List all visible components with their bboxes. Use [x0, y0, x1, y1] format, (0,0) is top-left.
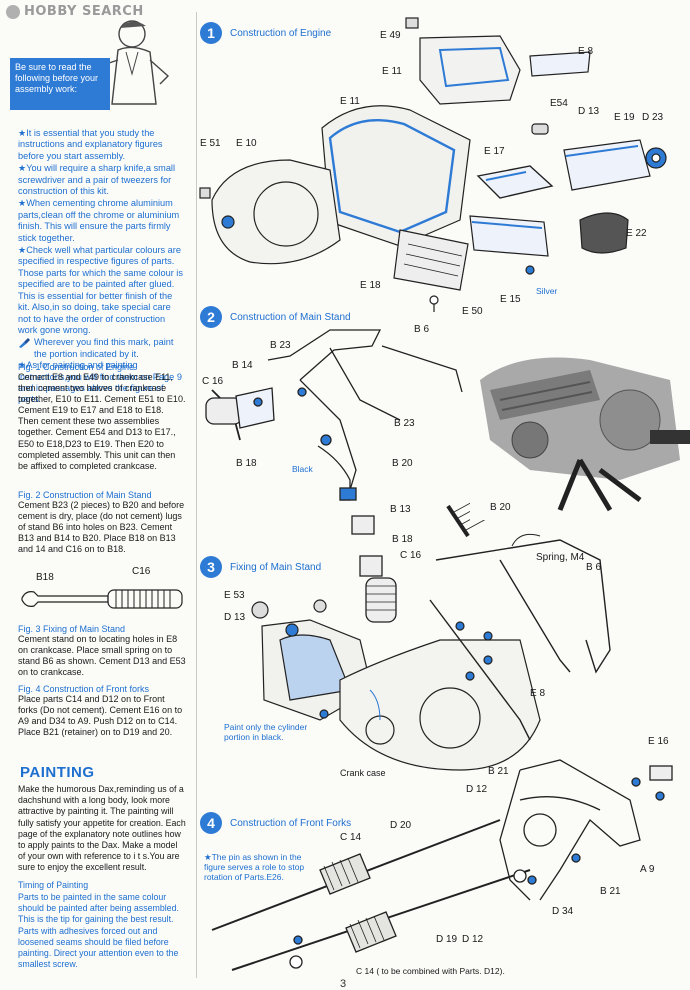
label-e18: E 18 — [360, 280, 381, 291]
intro-paragraph: ★As for painting and painting instructio… — [18, 360, 182, 405]
fig2-body: Cement B23 (2 pieces) to B20 and before … — [18, 500, 185, 555]
label-b18: B 18 — [392, 534, 413, 545]
label-b20: B 20 — [490, 502, 511, 513]
mini-part-label-b18: B18 — [36, 572, 54, 583]
fig4-heading: Fig. 4 Construction of Front forks — [18, 684, 150, 694]
fig1-heading: Fig. 1 Construction of Engine — [18, 362, 135, 372]
fig4-text: Fig. 4 Construction of Front forks Place… — [18, 684, 186, 738]
fig1-text: Fig. 1 Construction of Engine Cement E8 … — [18, 362, 186, 472]
label-e19: E 19 — [614, 112, 635, 123]
label-e8: E 8 — [530, 688, 546, 699]
pin-rotation-note: ★The pin as shown in the figure serves a… — [204, 852, 305, 882]
column-divider — [196, 12, 197, 978]
read-before-assembly-notice: Be sure to read the following before you… — [10, 58, 110, 110]
label-b6: B 6 — [414, 324, 430, 335]
step-2-header: 2 Construction of Main Stand — [200, 306, 351, 328]
label-b21: B 21 — [488, 766, 509, 777]
label-e11: E 11 — [382, 66, 402, 77]
label-d12: D 12 — [462, 934, 484, 945]
label-e49: E 49 — [380, 30, 401, 41]
step-4-header: 4 Construction of Front Forks — [200, 812, 351, 834]
b18-c16-part-illustration — [21, 589, 183, 609]
label-e54: E54 — [550, 98, 568, 109]
label-d13: D 13 — [224, 612, 246, 623]
painting-title: PAINTING — [20, 764, 95, 781]
watermark-text: HOBBY SEARCH — [24, 4, 144, 19]
fig2-text: Fig. 2 Construction of Main Stand Cement… — [18, 490, 186, 555]
label-d23: D 23 — [642, 112, 664, 123]
label-e16: E 16 — [648, 736, 669, 747]
paint-mark-row: Wherever you find this mark, paint the p… — [18, 337, 186, 360]
label-b14: B 14 — [232, 360, 253, 371]
label-e11: E 11 — [340, 96, 360, 107]
fig1-body: Cement E8 and E49 to crankcase E11, then… — [18, 372, 186, 471]
step-3-header: 3 Fixing of Main Stand — [200, 556, 321, 578]
step-3-number: 3 — [200, 556, 222, 578]
label-b21: B 21 — [600, 886, 621, 897]
label-black: Black — [292, 464, 313, 474]
fig2-heading: Fig. 2 Construction of Main Stand — [18, 490, 152, 500]
page-number: 3 — [340, 978, 347, 990]
step-2-number: 2 — [200, 306, 222, 328]
step-1-header: 1 Construction of Engine — [200, 22, 331, 44]
label-crank-case: Crank case — [340, 768, 386, 778]
label-e15: E 15 — [500, 294, 521, 305]
step-4-number: 4 — [200, 812, 222, 834]
step-1-number: 1 — [200, 22, 222, 44]
step-2-title: Construction of Main Stand — [230, 311, 351, 323]
paint-cylinder-note: Paint only the cylinder portion in black… — [224, 722, 308, 742]
label-d12: D 12 — [466, 784, 488, 795]
label-b13: B 13 — [390, 504, 411, 515]
label-d34: D 34 — [552, 906, 574, 917]
label-b6: B 6 — [586, 562, 602, 573]
timing-body: Parts to be painted in the same colour s… — [18, 892, 179, 970]
left-column: Be sure to read the following before you… — [0, 0, 200, 990]
label-c16: C 16 — [400, 550, 422, 561]
fig3-text: Fig. 3 Fixing of Main Stand Cement stand… — [18, 624, 186, 678]
intro-instructions: ★It is essential that you study the inst… — [18, 128, 186, 407]
label-b20: B 20 — [392, 458, 413, 469]
label-e17: E 17 — [484, 146, 505, 157]
fig3-body: Cement stand on to locating holes in E8 … — [18, 634, 186, 678]
intro-paragraph: ★When cementing chrome aluminium parts,c… — [18, 198, 180, 243]
painting-body: Make the humorous Dax,reminding us of a … — [18, 784, 186, 873]
label-e51: E 51 — [200, 138, 221, 149]
label-e50: E 50 — [462, 306, 483, 317]
intro-paragraph: ★You will require a sharp knife,a small … — [18, 163, 176, 197]
label-d13: D 13 — [578, 106, 600, 117]
label-e8: E 8 — [578, 46, 594, 57]
label-spring-m4: Spring, M4 — [536, 552, 585, 563]
label-a9: A 9 — [640, 864, 655, 875]
label-b23: B 23 — [394, 418, 415, 429]
timing-heading: Timing of Painting — [18, 880, 89, 890]
assembled-engine-photo — [470, 340, 690, 520]
label-c16: C 16 — [202, 376, 224, 387]
watermark: HOBBY SEARCH — [6, 4, 144, 19]
intro-paragraph: ★It is essential that you study the inst… — [18, 128, 163, 161]
label-d20: D 20 — [390, 820, 412, 831]
fig4-body: Place parts C14 and D12 on to Front fork… — [18, 694, 183, 738]
intro-paragraph: Wherever you find this mark, paint the p… — [34, 337, 174, 359]
label-b18: B 18 — [236, 458, 257, 469]
label-b23: B 23 — [270, 340, 291, 351]
label-e53: E 53 — [224, 590, 245, 601]
label-e10: E 10 — [236, 138, 257, 149]
label-e22: E 22 — [626, 228, 647, 239]
label-c14: C 14 — [340, 832, 362, 843]
mini-part-label-c16: C16 — [132, 566, 151, 577]
intro-paragraph: ★Check well what particular colours are … — [18, 245, 183, 335]
step-4-title: Construction of Front Forks — [230, 817, 352, 829]
step-3-title: Fixing of Main Stand — [230, 561, 322, 573]
c14-combine-note: C 14 ( to be combined with Parts. D12). — [356, 966, 505, 976]
paint-brush-icon — [19, 338, 30, 349]
label-d19: D 19 — [436, 934, 458, 945]
label-silver: Silver — [536, 286, 558, 296]
watermark-badge-icon — [6, 4, 20, 19]
fig3-heading: Fig. 3 Fixing of Main Stand — [18, 624, 126, 634]
step-1-title: Construction of Engine — [230, 27, 332, 39]
